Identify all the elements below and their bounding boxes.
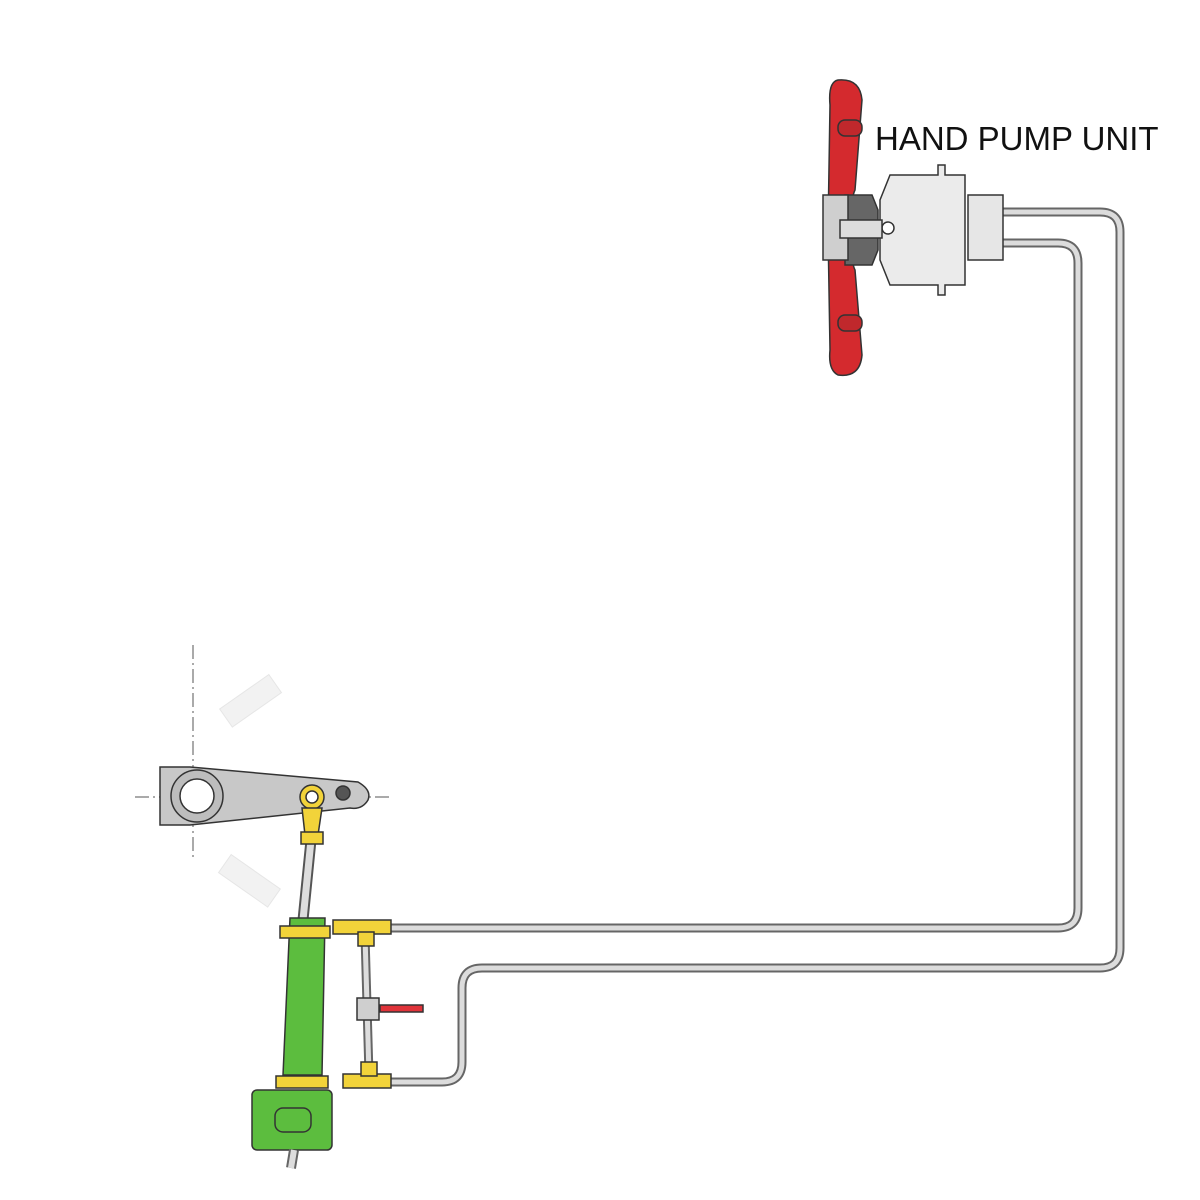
pump-bolt: [881, 221, 895, 235]
tiller-alt-positions-part: [217, 853, 282, 908]
steering-cylinder-part: [305, 790, 319, 804]
wheel-grip-bottom: [837, 314, 863, 332]
wheel-grip-top: [837, 119, 863, 137]
hydraulic-line-outer: [385, 207, 1125, 1087]
tiller-alt-positions-part: [218, 673, 283, 728]
bypass-line: [332, 919, 424, 1089]
hydraulic-line-inner-part: [385, 240, 1081, 931]
steering-cylinder-part: [300, 831, 324, 845]
pump-body: [879, 164, 966, 296]
grease-nipple: [335, 785, 351, 801]
valve-handle: [379, 1004, 424, 1013]
tiller-arm-part: [179, 778, 215, 814]
tiller-alt-positions: [217, 673, 283, 908]
cylinder-port-bottom: [275, 1075, 329, 1089]
hand-pump-unit: [822, 79, 1004, 377]
hydraulic-line-outer-part: [385, 207, 1125, 1087]
steering-cylinder-part: [301, 807, 323, 836]
steering-cylinder-part: [288, 1149, 297, 1169]
bypass-valve: [356, 997, 380, 1021]
steering-cylinder-part: [299, 839, 315, 921]
hand-pump-unit-label: HAND PUMP UNIT: [875, 120, 1159, 157]
cylinder-body: [282, 917, 326, 1076]
hydraulic-line-inner-part: [385, 238, 1083, 933]
steering-cylinder-part: [274, 1107, 312, 1133]
cylinder-port-top: [279, 925, 331, 939]
bypass-line-part: [357, 931, 375, 947]
hydraulic-line-outer-part: [385, 209, 1123, 1085]
tiller-arm: [135, 645, 390, 860]
steering-cylinder: [251, 784, 333, 1169]
pump-flange: [967, 194, 1004, 261]
shaft-key: [839, 219, 883, 239]
bypass-line-part: [360, 1061, 378, 1077]
hydraulic-line-inner: [385, 238, 1083, 933]
